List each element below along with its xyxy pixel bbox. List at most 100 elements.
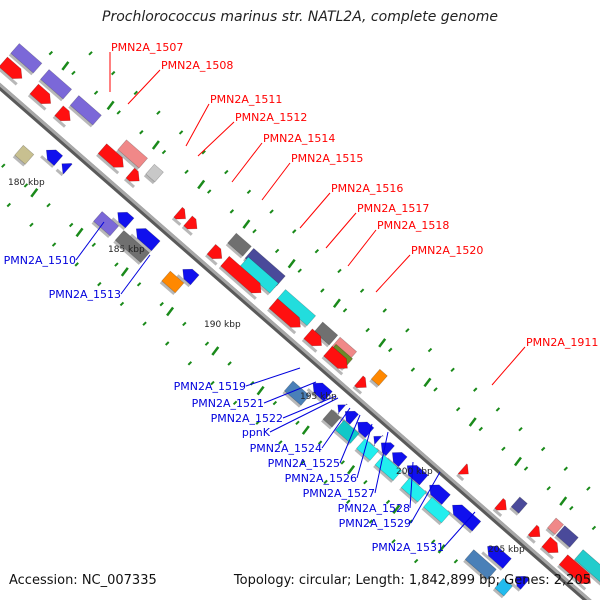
- gene-red: [0, 56, 23, 86]
- scale-label: 185 kbp: [108, 245, 145, 255]
- gene-steelblue: [282, 380, 310, 408]
- label-leader-line: [409, 461, 414, 509]
- gene-cyan: [354, 438, 380, 463]
- tick-mark: [431, 539, 436, 544]
- tick-mark: [255, 420, 260, 425]
- major-tick-mark: [166, 306, 175, 317]
- gene-labels: PMN2A_1507PMN2A_1508PMN2A_1511PMN2A_1512…: [4, 41, 599, 554]
- tick-mark: [161, 149, 167, 155]
- gene-grey: [321, 409, 342, 430]
- tick-mark: [272, 400, 278, 406]
- gene-blue: [111, 211, 135, 231]
- label-leader-line: [491, 346, 526, 386]
- tick-mark: [320, 288, 325, 293]
- major-tick-mark: [106, 100, 115, 111]
- tick-mark: [346, 499, 351, 504]
- label-leader-line: [120, 254, 151, 295]
- major-tick-mark: [75, 227, 84, 238]
- gene-features: [0, 43, 600, 599]
- backbone-shadow: [0, 82, 592, 600]
- major-tick-mark: [30, 188, 39, 198]
- tick-mark: [68, 222, 74, 228]
- tick-mark: [300, 459, 306, 465]
- tick-mark: [74, 262, 79, 267]
- tick-mark: [48, 50, 54, 56]
- label-leader-line: [185, 103, 210, 147]
- tick-mark: [569, 505, 574, 511]
- gene-label-forward: PMN2A_1516: [331, 182, 403, 195]
- tick-mark: [385, 499, 391, 505]
- tick-mark: [540, 446, 546, 452]
- gene-label-reverse: PMN2A_1529: [339, 517, 411, 530]
- gene-red: [352, 375, 367, 395]
- gene-purple: [38, 69, 73, 102]
- tick-mark: [88, 51, 93, 56]
- gene-label-forward: PMN2A_1518: [377, 219, 449, 232]
- tick-mark: [365, 327, 370, 333]
- tick-mark: [586, 486, 591, 491]
- major-tick-mark: [197, 179, 206, 190]
- gene-cyan: [399, 477, 427, 505]
- tick-mark: [93, 90, 99, 95]
- gene-red: [301, 328, 322, 353]
- scale-label: 205 kbp: [488, 545, 525, 555]
- tick-mark: [337, 268, 342, 274]
- tick-mark: [342, 308, 348, 313]
- accession-label: Accession: NC_007335: [9, 573, 157, 588]
- tick-mark: [368, 519, 374, 524]
- tick-mark: [523, 466, 529, 471]
- tick-mark: [133, 90, 139, 96]
- gene-label-reverse: PMN2A_1526: [285, 472, 357, 485]
- tick-mark: [165, 341, 170, 346]
- tick-mark: [29, 222, 34, 228]
- label-leader-line: [245, 367, 301, 387]
- label-leader-line: [443, 511, 476, 548]
- label-leader-line: [347, 229, 377, 267]
- tick-mark: [210, 380, 215, 386]
- gene-blue: [55, 163, 73, 177]
- gene-label-forward: PMN2A_1517: [357, 202, 429, 215]
- tick-mark: [359, 288, 365, 293]
- gene-pink: [545, 517, 565, 537]
- scale-label: 200 kbp: [396, 467, 433, 477]
- gene-blue: [481, 545, 512, 571]
- tick-mark: [110, 70, 116, 76]
- gene-navy: [509, 496, 528, 516]
- gene-red: [124, 167, 140, 189]
- label-leader-line: [282, 395, 337, 419]
- tick-mark: [229, 209, 235, 214]
- major-tick-mark: [559, 496, 568, 506]
- gene-orange: [369, 368, 388, 388]
- major-tick-mark: [332, 298, 341, 308]
- tick-mark: [246, 189, 252, 195]
- gene-label-forward: PMN2A_1512: [235, 111, 307, 124]
- gene-label-reverse: PMN2A_1522: [211, 412, 283, 425]
- tick-mark: [269, 209, 274, 214]
- tick-mark: [317, 440, 323, 445]
- label-leader-line: [410, 471, 441, 524]
- gene-label-reverse: PMN2A_1528: [338, 502, 410, 515]
- gene-cyan: [421, 496, 451, 526]
- tick-mark: [363, 479, 368, 485]
- tick-mark: [142, 321, 147, 326]
- major-tick-mark: [392, 504, 401, 515]
- tick-mark: [91, 242, 97, 247]
- tick-mark: [408, 519, 413, 524]
- tick-mark: [278, 440, 283, 445]
- gene-blue: [176, 268, 200, 288]
- major-tick-mark: [211, 346, 220, 356]
- major-tick-mark: [347, 464, 356, 475]
- gene-label-forward: PMN2A_1511: [210, 93, 282, 106]
- tick-mark: [388, 347, 393, 353]
- tick-mark: [340, 460, 345, 465]
- gene-khaki: [12, 144, 35, 167]
- gene-label-forward: PMN2A_1911: [526, 336, 598, 349]
- tick-mark: [51, 242, 57, 247]
- gene-blue: [446, 504, 482, 534]
- major-tick-mark: [301, 425, 310, 435]
- gene-red: [492, 497, 507, 518]
- tick-mark: [178, 130, 184, 135]
- tick-mark: [116, 110, 121, 115]
